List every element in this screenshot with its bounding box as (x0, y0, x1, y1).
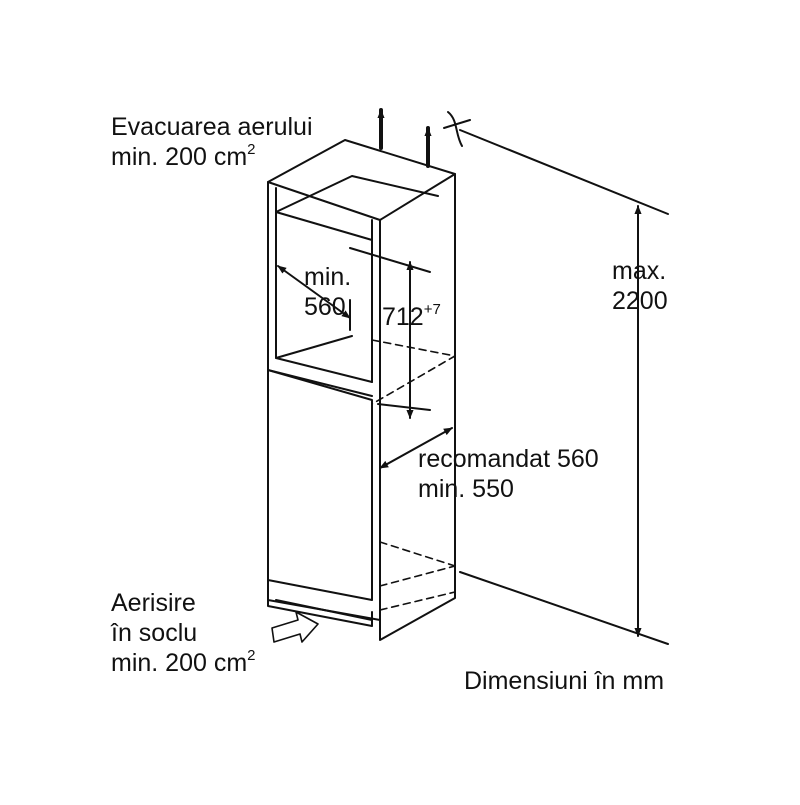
door-top-edge (267, 369, 373, 397)
cabinet-inner-rim (275, 187, 373, 241)
total-height-line1: max. (612, 257, 667, 285)
niche-ext-bottom (377, 403, 431, 411)
depth-line1: recomandat 560 (418, 445, 599, 473)
air-exhaust-line2: min. 200 cm2 (111, 141, 256, 171)
depth-label: recomandat 560 min. 550 (418, 444, 599, 504)
plinth-inner (275, 599, 373, 621)
plinth-intake-arrow (271, 611, 319, 643)
niche-ext-top (349, 247, 431, 273)
appliance-door (267, 369, 373, 601)
cabinet-side (379, 173, 456, 641)
width-dimension-line (277, 265, 351, 319)
air-exhaust-label: Evacuarea aerului min. 200 cm2 (111, 112, 313, 176)
wall-symbol (447, 111, 463, 147)
plinth-vent-label: Aerisire în soclu min. 200 cm2 (111, 588, 256, 682)
cabinet-top (267, 139, 456, 221)
air-exhaust-line1: Evacuarea aerului (111, 113, 313, 141)
depth-dimension-line (379, 427, 453, 469)
hidden-lines (371, 339, 456, 611)
height-extension-top (459, 129, 669, 215)
depth-line2: min. 550 (418, 475, 514, 503)
total-height-label: max. 2200 (612, 256, 668, 316)
niche-height-label: 712+7 (382, 301, 441, 331)
cabinet-outline (267, 181, 381, 621)
units-label: Dimensiuni în mm (464, 667, 665, 695)
width-min-line2: 560 (304, 293, 346, 321)
total-height-line2: 2200 (612, 287, 668, 315)
width-min-label: min. 560 (304, 262, 351, 322)
niche-edge (275, 357, 373, 383)
plinth-vent-line1: Aerisire (111, 589, 196, 617)
plinth-vent-line3: min. 200 cm2 (111, 647, 256, 677)
height-extension-bottom (459, 571, 669, 645)
width-min-line1: min. (304, 263, 352, 291)
wall-symbol-bar (443, 119, 471, 129)
plinth-vent-line2: în soclu (111, 619, 198, 647)
cabinet-inner-shelf (275, 175, 439, 213)
